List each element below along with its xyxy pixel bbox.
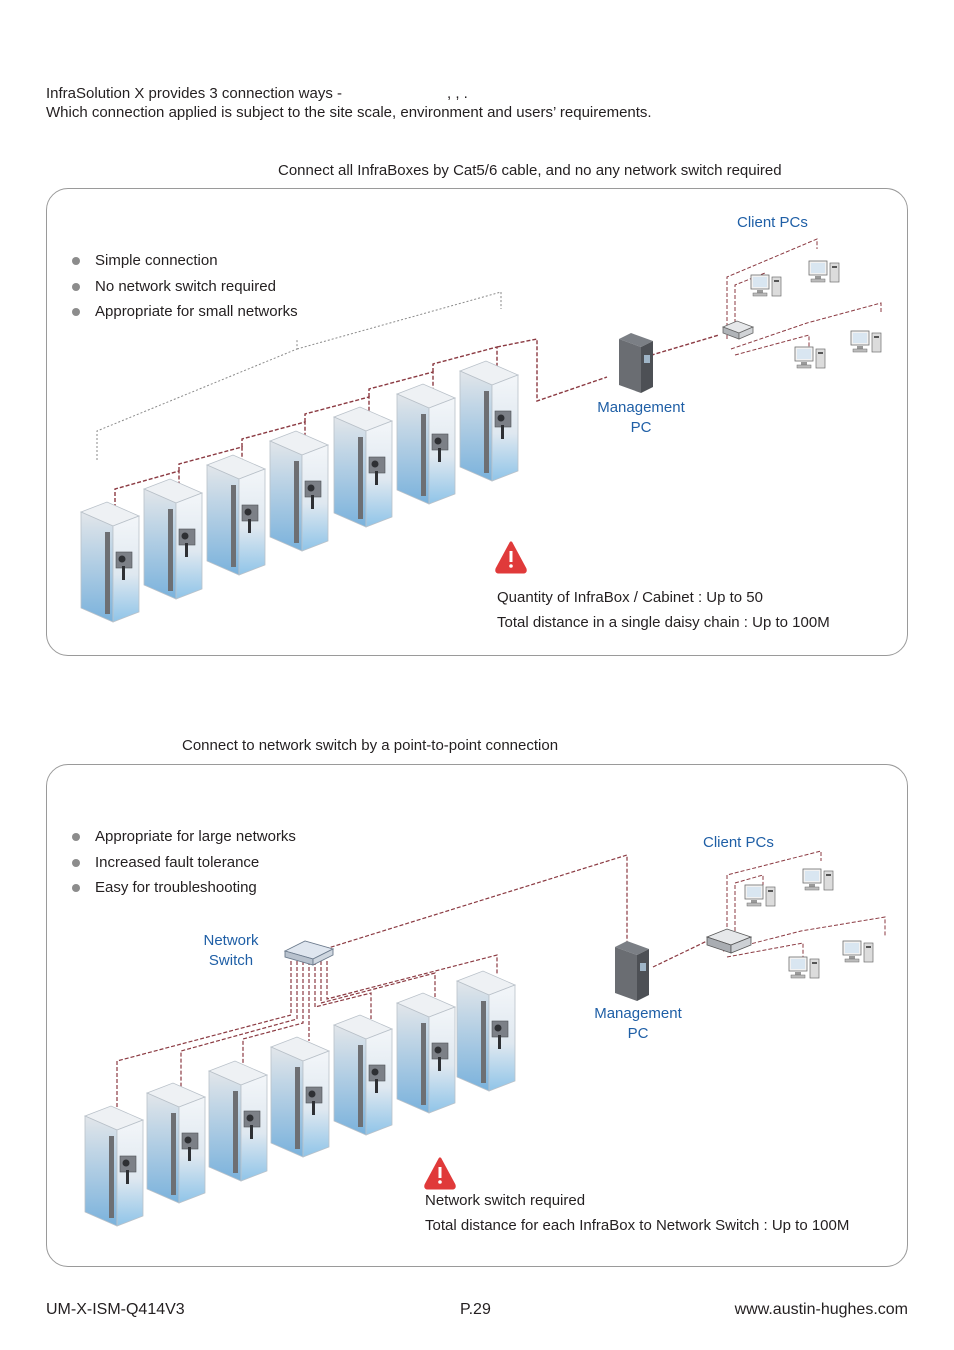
- server-cabinet-icon: [333, 406, 393, 528]
- client-pc-icon: [850, 330, 882, 353]
- footer-website-link[interactable]: www.austin-hughes.com: [734, 1301, 908, 1318]
- list-item: Easy for troubleshooting: [72, 878, 296, 904]
- management-pc-icon: [619, 333, 653, 393]
- server-cabinet-icon: [456, 970, 516, 1092]
- client-pcs-label: Client PCs: [737, 214, 808, 231]
- management-pc-icon: [615, 941, 649, 1001]
- p2p-note: Network switch required Total distance f…: [425, 1192, 850, 1234]
- intro-line-1: InfraSolution X provides 3 connection wa…: [46, 85, 468, 102]
- warning-icon: [424, 1157, 456, 1190]
- server-cabinet-icon: [206, 454, 266, 576]
- client-pc-icon: [808, 260, 840, 283]
- server-cabinet-icon: [146, 1082, 206, 1204]
- client-pc-icon: [744, 884, 776, 907]
- warning-icon: [495, 541, 527, 574]
- daisy-chain-caption: Connect all InfraBoxes by Cat5/6 cable, …: [278, 162, 782, 179]
- list-item: Appropriate for large networks: [72, 827, 296, 853]
- footer-doc-id: UM-X-ISM-Q414V3: [46, 1301, 185, 1318]
- network-switch-icon: [705, 928, 753, 954]
- client-pc-icon: [788, 956, 820, 979]
- server-cabinet-icon: [396, 992, 456, 1114]
- client-pc-icon: [794, 346, 826, 369]
- list-item: Simple connection: [72, 251, 298, 277]
- server-cabinet-icon: [270, 1036, 330, 1158]
- p2p-bullet-list: Appropriate for large networks Increased…: [72, 827, 296, 904]
- server-cabinet-icon: [333, 1014, 393, 1136]
- server-cabinet-icon: [80, 501, 140, 623]
- server-cabinet-icon: [396, 383, 456, 505]
- client-pc-icon: [842, 940, 874, 963]
- p2p-caption: Connect to network switch by a point-to-…: [182, 737, 559, 754]
- intro-line-2: Which connection applied is subject to t…: [46, 104, 652, 121]
- p2p-diagram: [84, 850, 886, 1227]
- server-cabinet-icon: [208, 1060, 268, 1182]
- server-cabinet-icon: [84, 1105, 144, 1227]
- list-item: No network switch required: [72, 277, 298, 303]
- daisy-note: Quantity of InfraBox / Cabinet : Up to 5…: [497, 589, 830, 631]
- client-pcs-label: Client PCs: [703, 834, 774, 851]
- network-switch-icon: [283, 940, 335, 966]
- server-cabinet-icon: [269, 430, 329, 552]
- network-switch-icon: [721, 320, 755, 340]
- daisy-chain-diagram: [80, 238, 882, 623]
- client-pc-icon: [750, 274, 782, 297]
- server-cabinet-icon: [459, 360, 519, 482]
- daisy-bullet-list: Simple connection No network switch requ…: [72, 251, 298, 328]
- footer-page-number: P.29: [460, 1301, 491, 1318]
- client-pc-icon: [802, 868, 834, 891]
- list-item: Increased fault tolerance: [72, 853, 296, 879]
- daisy-chain-panel: Simple connection No network switch requ…: [46, 188, 908, 656]
- server-cabinet-icon: [143, 478, 203, 600]
- p2p-panel: Appropriate for large networks Increased…: [46, 764, 908, 1267]
- list-item: Appropriate for small networks: [72, 302, 298, 328]
